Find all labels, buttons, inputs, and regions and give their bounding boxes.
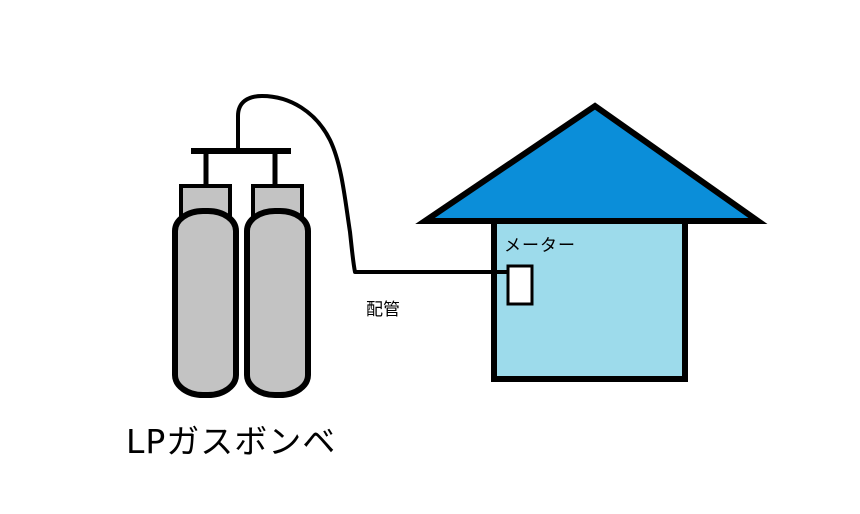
pipe-label: 配管	[366, 300, 400, 320]
gas-cylinders-label: LPガスボンベ	[126, 422, 337, 461]
gas-pipe	[236, 94, 516, 274]
gas-meter	[506, 264, 534, 306]
cylinder-left-body	[172, 208, 239, 398]
gas-cylinder-left	[172, 184, 239, 398]
meter-label: メーター	[504, 236, 576, 256]
house-roof	[415, 102, 768, 224]
gas-cylinder-right	[244, 184, 311, 398]
cylinder-right-body	[244, 208, 311, 398]
